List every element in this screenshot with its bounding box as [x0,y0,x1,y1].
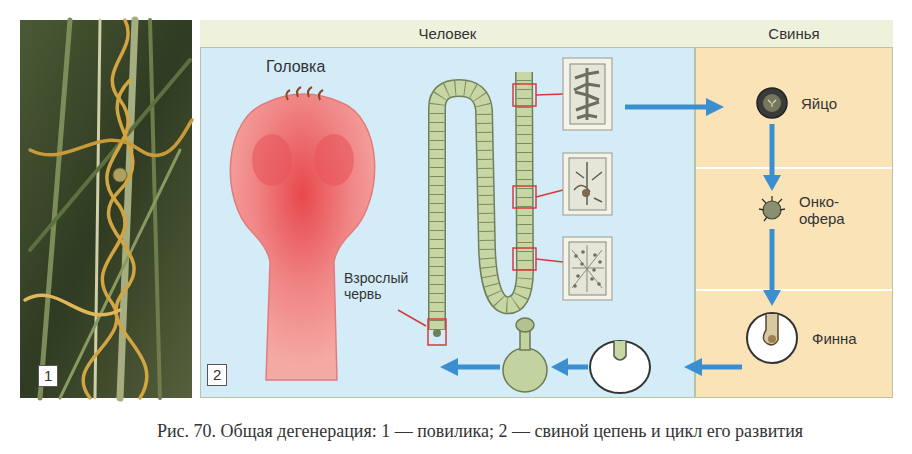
header-band: Человек [200,20,695,48]
life-stage: Финна [744,310,857,366]
proglottid [570,64,605,124]
proglottid [569,158,606,210]
leader-line [398,310,426,326]
sucker [314,134,354,186]
dodder-vine [83,20,128,398]
hook [286,90,290,100]
worm-outline [437,72,525,330]
column-panel: СвиньяЯйцоОнко- офераФинна [695,20,893,398]
dodder-flowers [113,168,127,182]
bladder [503,348,547,392]
column-panel: Человек [200,20,695,398]
arrow-shaft [770,229,775,292]
life-stage: Онко- офера [757,193,845,227]
life-stage: Яйцо [755,86,837,120]
arrow-shaft [456,365,500,370]
arrow-head [440,358,458,376]
arrow-shaft [770,124,775,177]
invaginated-scolex [614,341,626,360]
cell-divider [696,289,892,291]
hook [319,90,323,100]
highlight-box [428,319,446,345]
worm-segments [437,72,525,330]
arrow-shaft [625,105,708,110]
worm-body [437,72,525,330]
photo-ground [20,20,192,398]
highlight-box [513,186,536,208]
adult-worm [398,72,525,345]
grass-blades [30,20,190,398]
proglottid-view [563,58,612,130]
proglottid-view [563,237,612,300]
cycle-arrows [440,98,742,376]
hooks [286,87,323,100]
arrow-head [684,358,702,376]
grass-blade [95,20,100,398]
hook [308,87,312,97]
stage-icon [744,310,800,366]
dodder-vine [30,120,192,156]
cyst-wall [590,341,650,393]
flow-arrow [763,229,781,306]
callout-number: 2 [207,364,227,386]
sucker [252,134,292,186]
head [516,318,534,332]
arrow-head [706,98,724,116]
dodder-vine [25,295,120,315]
stage-icon [757,195,787,225]
stage-icon [755,86,789,120]
figure-caption: Рис. 70. Общая дегенерация: 1 — повилика… [60,420,900,442]
column-heading: Свинья [768,25,819,42]
column-heading: Человек [419,25,477,42]
dodder-vines [25,20,192,398]
reproductive-organs [574,162,602,205]
arrow-head [551,358,568,376]
stage-label: Онко- офера [799,193,845,227]
dodder-vine [108,80,146,398]
hook [297,87,301,97]
highlight-box [513,84,536,106]
canal-network [572,245,604,292]
scolex-body [230,94,374,380]
flow-arrow [763,124,781,191]
proglottid-callouts [513,58,612,300]
branched-uterus [574,68,600,120]
highlight-box [513,248,536,270]
part-label: Головка [266,57,325,77]
scolex [230,87,374,380]
cysticercus [590,341,650,393]
testes [573,250,602,288]
stage-label: Финна [812,330,857,347]
worm-head [433,329,441,337]
grass-blade [60,150,180,398]
arrow-head [763,290,781,306]
part-label: Взрослый червь [341,268,411,304]
stage-label: Яйцо [801,95,837,112]
arrow-shaft [700,365,742,370]
arrow-shaft [566,365,588,370]
proglottid-view [563,153,612,215]
header-band: Свинья [695,20,893,48]
arrow-head [763,175,781,191]
ovary [582,189,590,197]
leader-line [536,259,563,262]
leader-line [536,190,563,197]
proglottid [569,242,606,295]
dodder-photo [20,20,192,398]
evaginated-scolex [503,318,547,392]
leader-line [536,94,563,95]
cell-divider [696,167,892,169]
callout-number: 1 [38,365,58,387]
